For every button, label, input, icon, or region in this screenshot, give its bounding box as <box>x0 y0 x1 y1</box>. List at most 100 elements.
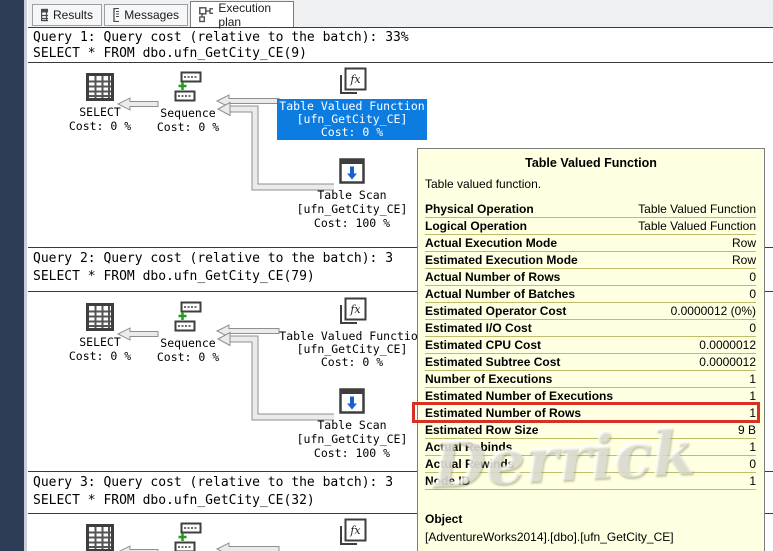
node-label: Table Scan <box>317 418 387 432</box>
property-label: Actual Rewinds <box>425 457 515 471</box>
tooltip-property-row: Physical Operation Table Valued Function <box>425 201 756 218</box>
property-value: Row <box>731 253 756 267</box>
messages-icon <box>113 8 120 22</box>
plan-node-select[interactable]: SELECT Cost: 0 % <box>58 73 142 133</box>
tooltip-object-section: Object [AdventureWorks2014].[dbo].[ufn_G… <box>425 512 756 544</box>
tooltip-property-row: Actual Number of Batches 0 <box>425 286 756 303</box>
property-label: Estimated Execution Mode <box>425 253 578 267</box>
plan-node-sequence[interactable]: Sequence Cost: 0 % <box>146 71 230 134</box>
property-value: Table Valued Function <box>638 219 756 233</box>
plan-node-table-scan[interactable]: Table Scan [ufn_GetCity_CE] Cost: 100 % <box>277 388 427 460</box>
table-scan-icon <box>339 388 365 414</box>
object-explorer-edge <box>0 0 27 551</box>
property-value: 0 <box>749 457 756 471</box>
node-label: Table Scan <box>317 188 387 202</box>
property-value: 0 <box>749 321 756 335</box>
node-cost: Cost: 100 % <box>313 216 391 230</box>
node-label: Sequence <box>160 106 216 120</box>
plan-node-sequence[interactable]: Sequence Cost: 0 % <box>146 301 230 364</box>
plan-node-table-valued-function[interactable]: Table Valued Function <box>277 518 427 551</box>
tab-results-label: Results <box>52 8 93 22</box>
tooltip-property-row: Estimated Operator Cost 0.0000012 (0%) <box>425 303 756 320</box>
query1-cost-header: Query 1: Query cost (relative to the bat… <box>33 30 409 45</box>
separator-line <box>28 471 773 472</box>
tooltip-property-row: Actual Rebinds 1 <box>425 439 756 456</box>
tooltip-property-row: Actual Rewinds 0 <box>425 456 756 473</box>
query2-cost-header: Query 2: Query cost (relative to the bat… <box>33 251 394 266</box>
property-label: Estimated Number of Rows <box>425 406 582 420</box>
select-result-icon <box>86 303 114 331</box>
tab-messages[interactable]: Messages <box>104 4 188 26</box>
tooltip-property-row: Node ID 1 <box>425 473 756 490</box>
property-label: Actual Execution Mode <box>425 236 558 250</box>
property-value: Table Valued Function <box>638 202 756 216</box>
node-label: Table Valued Function <box>279 329 425 343</box>
property-value: 0.0000012 (0%) <box>670 304 756 318</box>
query3-plan-diagram: SELECT Sequence Table Valued Function <box>28 516 468 551</box>
sequence-icon <box>174 301 202 332</box>
node-cost: Cost: 0 % <box>320 125 384 139</box>
property-label: Physical Operation <box>425 202 534 216</box>
select-result-icon <box>86 524 114 551</box>
operator-tooltip: Table Valued Function Table valued funct… <box>412 148 765 551</box>
plan-node-table-scan[interactable]: Table Scan [ufn_GetCity_CE] Cost: 100 % <box>277 158 427 230</box>
property-label: Estimated CPU Cost <box>425 338 542 352</box>
query1-plan-diagram: SELECT Cost: 0 % Sequence Cost: 0 % Tabl… <box>28 65 468 237</box>
property-label: Logical Operation <box>425 219 528 233</box>
plan-node-table-valued-function-selected[interactable]: Table Valued Function [ufn_GetCity_CE] C… <box>277 67 427 140</box>
query3-sql-text: SELECT * FROM dbo.ufn_GetCity_CE(32) <box>33 493 315 508</box>
plan-node-sequence[interactable]: Sequence <box>146 522 230 551</box>
property-value: 0.0000012 <box>699 338 756 352</box>
tooltip-rows: Physical Operation Table Valued Function… <box>412 201 760 490</box>
property-label: Estimated I/O Cost <box>425 321 532 335</box>
sequence-icon <box>174 522 202 551</box>
plan-node-select[interactable]: SELECT <box>58 524 142 551</box>
sequence-icon <box>174 71 202 102</box>
results-tabbar: Results Messages Execution plan <box>28 0 773 29</box>
property-value: 0.0000012 <box>699 355 756 369</box>
property-value: 1 <box>749 406 756 420</box>
node-label: Table Valued Function <box>279 99 425 113</box>
tooltip-description: Table valued function. <box>425 177 542 191</box>
plan-node-select[interactable]: SELECT Cost: 0 % <box>58 303 142 363</box>
node-cost: Cost: 0 % <box>68 119 132 133</box>
node-cost: Cost: 0 % <box>68 349 132 363</box>
property-label: Estimated Subtree Cost <box>425 355 561 369</box>
tooltip-property-row: Estimated Row Size 9 B <box>425 422 756 439</box>
property-value: 9 B <box>737 423 756 437</box>
tooltip-property-row: Estimated I/O Cost 0 <box>425 320 756 337</box>
tooltip-property-row: Estimated Subtree Cost 0.0000012 <box>425 354 756 371</box>
property-value: 0 <box>749 287 756 301</box>
node-text: Table Valued Function [ufn_GetCity_CE] C… <box>277 329 427 370</box>
tooltip-property-row: Logical Operation Table Valued Function <box>425 218 756 235</box>
separator-line <box>28 513 773 514</box>
tab-execution-plan[interactable]: Execution plan <box>190 1 294 29</box>
node-object: [ufn_GetCity_CE] <box>296 432 408 446</box>
node-cost: Cost: 0 % <box>156 120 220 134</box>
execution-plan-icon <box>199 6 214 22</box>
node-cost: Cost: 0 % <box>320 355 384 369</box>
plan-node-table-valued-function[interactable]: Table Valued Function [ufn_GetCity_CE] C… <box>277 297 427 370</box>
query2-sql-text: SELECT * FROM dbo.ufn_GetCity_CE(79) <box>33 269 315 284</box>
results-grid-icon <box>41 8 48 22</box>
property-value: 1 <box>749 440 756 454</box>
property-value: 1 <box>749 389 756 403</box>
function-fx-icon <box>340 67 367 94</box>
select-result-icon <box>86 73 114 101</box>
node-object: [ufn_GetCity_CE] <box>296 202 408 216</box>
property-label: Actual Rebinds <box>425 440 513 454</box>
separator-line <box>28 247 773 248</box>
table-scan-icon <box>339 158 365 184</box>
tab-results[interactable]: Results <box>32 4 102 26</box>
query1-sql-text: SELECT * FROM dbo.ufn_GetCity_CE(9) <box>33 46 307 61</box>
property-label: Number of Executions <box>425 372 553 386</box>
tooltip-property-row: Actual Execution Mode Row <box>425 235 756 252</box>
node-label: Sequence <box>160 336 216 350</box>
selected-node-highlight: Table Valued Function [ufn_GetCity_CE] C… <box>277 99 427 140</box>
tooltip-property-row: Estimated CPU Cost 0.0000012 <box>425 337 756 354</box>
function-fx-icon <box>340 297 367 324</box>
property-label: Estimated Operator Cost <box>425 304 567 318</box>
property-label: Estimated Number of Executions <box>425 389 614 403</box>
property-value: 1 <box>749 474 756 488</box>
